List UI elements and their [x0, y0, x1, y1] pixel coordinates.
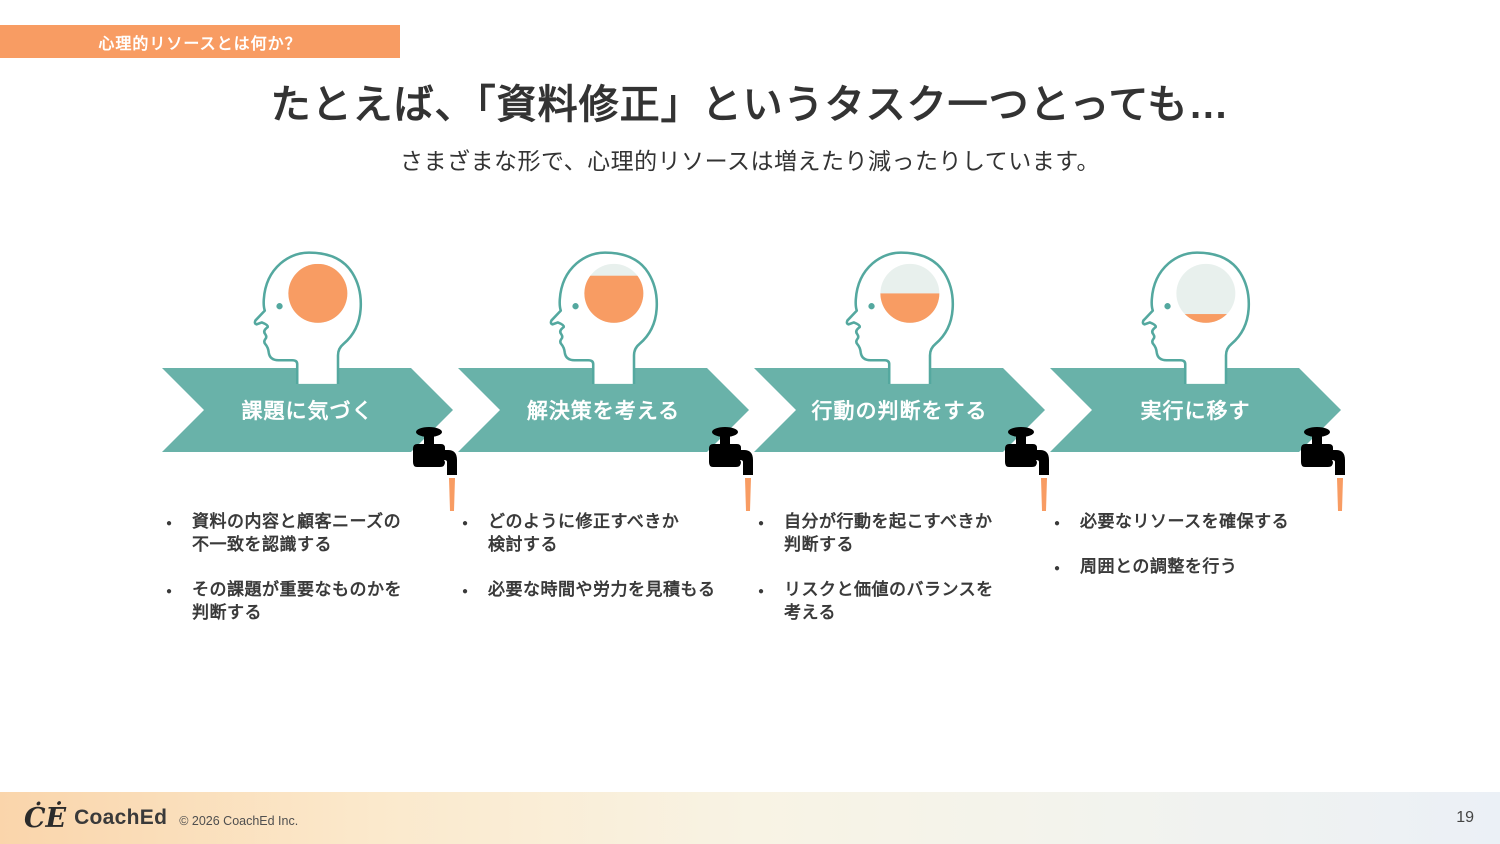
- page-number: 19: [1456, 809, 1474, 826]
- page-subtitle: さまざまな形で、心理的リソースは増えたり減ったりしています。: [400, 148, 1100, 174]
- stage-column-2: 解決策を考える どのように修正すべきか 検討する 必要な時間や労力を見積もる: [458, 250, 754, 646]
- bullet-item: 自分が行動を起こすべきか 判断する: [754, 510, 994, 556]
- water-drop: [1041, 478, 1047, 511]
- head-illustration: [549, 251, 659, 384]
- stage-label: 課題に気づく: [241, 400, 374, 423]
- stage-column-1: 課題に気づく 資料の内容と顧客ニーズの 不一致を認識する その課題が重要なものか…: [162, 250, 458, 646]
- stage-arrow-shape: [754, 368, 1045, 452]
- faucet-icon: [413, 427, 457, 511]
- water-drop: [745, 478, 751, 511]
- stage-label: 解決策を考える: [526, 400, 681, 423]
- stage-banner: 解決策を考える: [458, 368, 754, 511]
- bullet-item: 資料の内容と顧客ニーズの 不一致を認識する: [162, 510, 402, 556]
- stage-banner: 課題に気づく: [162, 368, 458, 511]
- water-drop: [449, 478, 455, 511]
- page-title: たとえば、「資料修正」というタスク一つとっても…: [270, 83, 1230, 127]
- stage-arrow-shape: [162, 368, 453, 452]
- bullet-item: リスクと価値のバランスを 考える: [754, 578, 994, 624]
- stage-label: 実行に移す: [1140, 400, 1251, 423]
- footer: ĊĖ CoachEd © 2026 CoachEd Inc. 19: [0, 792, 1500, 844]
- stage-arrow-shape: [1050, 368, 1341, 452]
- bullet-item: 必要な時間や労力を見積もる: [458, 578, 716, 603]
- faucet-icon: [709, 427, 753, 511]
- stage-banner: 行動の判断をする: [754, 368, 1050, 511]
- water-drop: [1337, 478, 1343, 511]
- slide-tag: 心理的リソースとは何か？: [0, 25, 400, 58]
- head-illustration: [845, 251, 955, 384]
- bullet-item: 周囲との調整を行う: [1050, 555, 1289, 580]
- stage-column-4: 実行に移す 必要なリソースを確保する 周囲との調整を行う: [1050, 250, 1346, 646]
- bullet-list: 自分が行動を起こすべきか 判断する リスクと価値のバランスを 考える: [754, 510, 994, 646]
- stage-column-3: 行動の判断をする 自分が行動を起こすべきか 判断する リスクと価値のバランスを …: [754, 250, 1050, 646]
- coached-logo-mark: ĊĖ: [24, 802, 67, 834]
- bullet-item: 必要なリソースを確保する: [1050, 510, 1289, 535]
- copyright: © 2026 CoachEd Inc.: [179, 813, 299, 828]
- coached-logo-text: CoachEd: [74, 806, 168, 829]
- stage-label: 行動の判断をする: [811, 400, 988, 423]
- bullet-list: 資料の内容と顧客ニーズの 不一致を認識する その課題が重要なものかを 判断する: [162, 510, 402, 646]
- bullet-list: 必要なリソースを確保する 周囲との調整を行う: [1050, 510, 1289, 600]
- slide-tag-label: 心理的リソースとは何か？: [98, 35, 302, 53]
- bullet-item: どのように修正すべきか 検討する: [458, 510, 716, 556]
- head-illustration: [253, 251, 363, 384]
- faucet-icon: [1301, 427, 1345, 511]
- bullet-item: その課題が重要なものかを 判断する: [162, 578, 402, 624]
- head-illustration: [1141, 251, 1251, 384]
- stage-banner: 実行に移す: [1050, 368, 1346, 511]
- stages-row: 課題に気づく 資料の内容と顧客ニーズの 不一致を認識する その課題が重要なものか…: [162, 250, 1346, 646]
- faucet-icon: [1005, 427, 1049, 511]
- bullet-list: どのように修正すべきか 検討する 必要な時間や労力を見積もる: [458, 510, 716, 623]
- stage-arrow-shape: [458, 368, 749, 452]
